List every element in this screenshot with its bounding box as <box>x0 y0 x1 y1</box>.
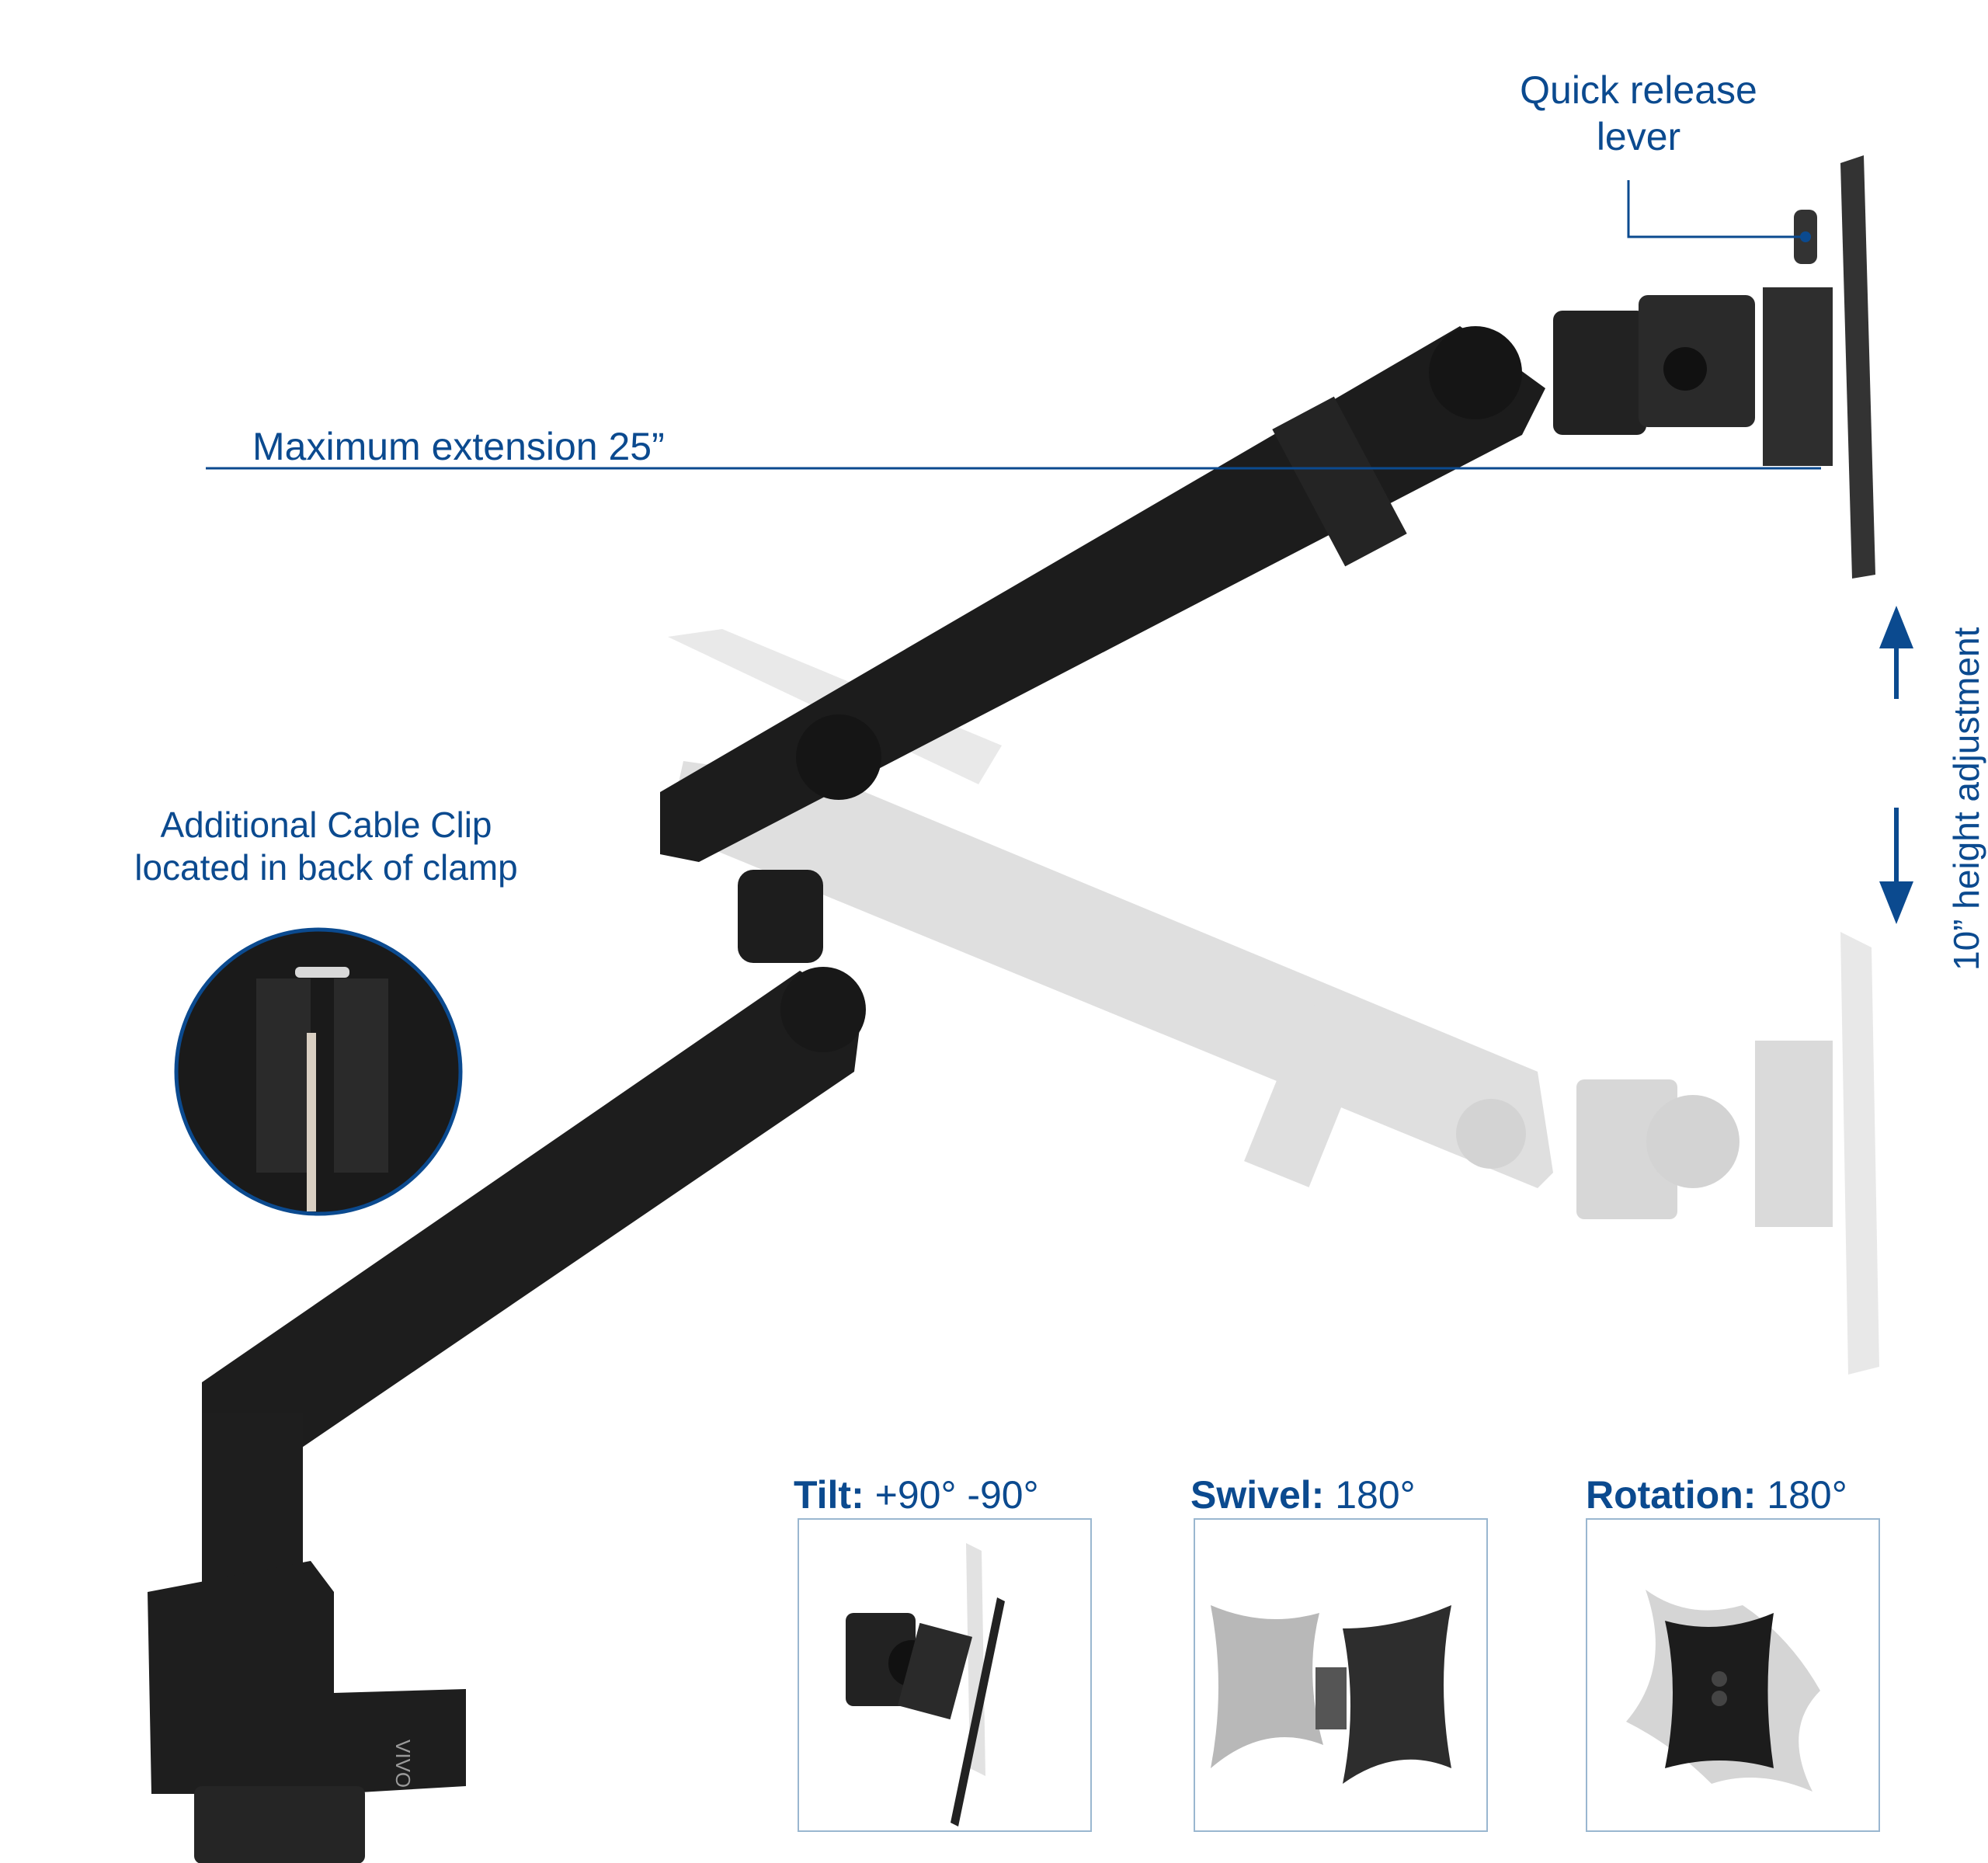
upper-arm <box>660 326 1545 862</box>
callout-lines <box>206 180 1821 470</box>
feature-swivel-box <box>1194 1518 1488 1832</box>
feature-tilt-name: Tilt: <box>794 1473 864 1517</box>
feature-swivel-value: 180° <box>1335 1473 1416 1517</box>
cable-clip-line1: Additional Cable Clip <box>160 805 492 845</box>
lowered-arm-ghost <box>668 761 1879 1375</box>
lower-arm <box>202 870 866 1460</box>
height-arrows <box>1879 606 1913 924</box>
feature-rotation-box <box>1586 1518 1880 1832</box>
max-extension-callout: Maximum extension 25” <box>252 425 665 468</box>
feature-tilt-box <box>798 1518 1092 1832</box>
quick-release-callout: Quick release lever <box>1460 67 1817 160</box>
tilt-head <box>1553 155 1875 579</box>
rotation-plate-icon <box>1626 1590 1820 1792</box>
quick-release-line1: Quick release <box>1520 68 1757 112</box>
feature-swivel-name: Swivel: <box>1190 1473 1325 1517</box>
tilt-plate-icon <box>846 1543 1005 1827</box>
feature-swivel-title: Swivel: 180° <box>1190 1472 1416 1518</box>
cable-clip-inset <box>174 927 463 1216</box>
cable-clip-line2: located in back of clamp <box>134 847 518 888</box>
cable-clip-callout: Additional Cable Clip located in back of… <box>116 804 536 889</box>
leader-dot <box>1800 231 1811 242</box>
feature-rotation-value: 180° <box>1767 1473 1847 1517</box>
quick-release-leader <box>1627 180 1802 238</box>
feature-rotation-name: Rotation: <box>1586 1473 1757 1517</box>
feature-tilt-title: Tilt: +90° -90° <box>794 1472 1039 1518</box>
swivel-plate-icon <box>1211 1605 1451 1784</box>
quick-release-line2: lever <box>1596 115 1681 158</box>
brand-mark: VIVO <box>391 1740 415 1788</box>
feature-tilt-value: +90° -90° <box>874 1473 1039 1517</box>
feature-rotation-title: Rotation: 180° <box>1586 1472 1847 1518</box>
height-adjustment-callout: 10” height adjustment <box>1946 627 1986 971</box>
desk-clamp: VIVO <box>148 1413 466 1863</box>
